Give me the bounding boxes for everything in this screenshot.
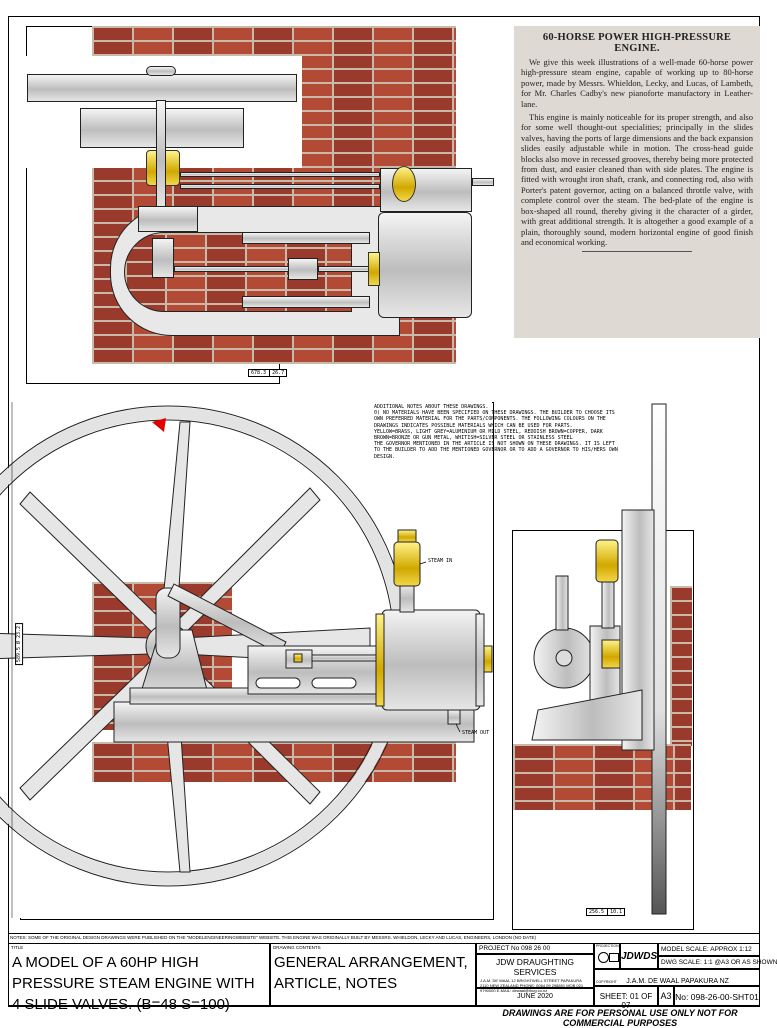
cylinder-flange-front [375, 613, 385, 707]
crosshead-brass [293, 653, 303, 663]
steam-valve-plan [392, 166, 416, 202]
projection-symbol-icon [598, 952, 609, 963]
crosshead-plan [288, 258, 318, 280]
steam-inlet-pipe-end [601, 581, 615, 629]
steam-inlet-valve [393, 541, 421, 587]
article-paragraph-2: This engine is mainly noticeable for its… [521, 112, 753, 247]
flywheel-plan [27, 74, 297, 102]
sheet-size: A3 [660, 991, 672, 1001]
company-name: JDW DRAUGHTING SERVICES [496, 957, 574, 977]
guide-slot-1 [255, 677, 301, 689]
article-title: 60-HORSE POWER HIGH-PRESSURE ENGINE. [542, 32, 732, 54]
plan-dimension: 678.3 26.7 [248, 369, 288, 377]
drawing-number: No: 098-26-00-SHT01 [675, 992, 759, 1002]
projection-label: PROJECTION [596, 944, 619, 948]
flywheel-hub-plan [146, 66, 176, 76]
connecting-rod [167, 583, 287, 655]
direction-arrow [152, 418, 166, 432]
copyright-holder: J.A.M. DE WAAL PAPAKURA NZ [626, 978, 729, 985]
model-scale: MODEL SCALE: APPROX 1:12 [661, 946, 752, 953]
cylinder-plan [378, 212, 472, 318]
footer-disclaimer: DRAWINGS ARE FOR PERSONAL USE ONLY NOT F… [502, 1008, 738, 1028]
exhaust-pipe [447, 709, 461, 725]
logo-cell: JDWDS [620, 943, 658, 969]
gland-plan [368, 252, 380, 286]
article-paragraph-1: We give this week illustrations of a wel… [521, 57, 753, 109]
dwg-scale: DWG SCALE: 1:1 @A3 OR AS SHOWN [661, 959, 777, 966]
model-scale-cell: MODEL SCALE: APPROX 1:12 [658, 943, 760, 956]
notes-heading: ADDITIONAL NOTES ABOUT THESE DRAWINGS. [374, 404, 489, 410]
notes-item-governor: THE GOVERNOR MENTIONED IN THE ARTICLE IS… [374, 441, 618, 460]
steam-inlet-end [595, 539, 619, 583]
side-vertical-dimension: 589.5 Ø 23.2 [15, 622, 24, 666]
end-elevation-drawing [531, 403, 667, 915]
governor-column [555, 575, 569, 631]
plan-dimension-tolerance: 26.7 [269, 370, 285, 376]
title-block: NOTES: SOME OF THE ORIGINAL DESIGN DRAWI… [8, 933, 777, 1013]
steam-inlet-handwheel [397, 529, 417, 543]
copyright-label: COPYRIGHT [596, 980, 617, 984]
cylinder-end-brass [483, 645, 493, 673]
projection-cone-icon [609, 953, 619, 962]
crank-web-plan [138, 206, 198, 232]
notes-item-materials: 0) NO MATERIALS HAVE BEEN SPECIFIED ON T… [374, 410, 615, 429]
title-label: TITLE [11, 945, 24, 950]
copyright-cell: COPYRIGHT J.A.M. DE WAAL PAPAKURA NZ [594, 969, 760, 986]
valve-brass-end [601, 639, 621, 669]
sheet-cell: SHEET: 01 OF 07 [594, 986, 658, 1010]
article-rule [582, 251, 692, 253]
side-vertical-dimension-small: Ø 23.2 [16, 625, 23, 644]
steam-in-label: STEAM IN [428, 558, 453, 564]
company-address: J.A.M. DE WAAL 12 BRIGHTWELL STREET PAPA… [480, 978, 584, 993]
valve-spindle-plan [472, 178, 494, 186]
article-clipping: 60-HORSE POWER HIGH-PRESSURE ENGINE. We … [514, 26, 760, 338]
valve-rod-plan-2 [180, 184, 380, 189]
steam-out-label: STEAM OUT [462, 730, 490, 736]
connecting-rod-plan [174, 266, 294, 272]
valve-rod-plan-1 [180, 172, 380, 177]
company-cell: JDW DRAUGHTING SERVICES J.A.M. DE WAAL 1… [476, 954, 594, 993]
piston-rod [311, 654, 381, 662]
side-elevation-drawing [0, 402, 493, 918]
projection-cell: PROJECTION [594, 943, 620, 969]
contents-cell: DRAWING CONTENTS GENERAL ARRANGEMENT, AR… [270, 943, 476, 1007]
crank-pin-plan [152, 238, 174, 278]
project-cell: PROJECT No 098 26 00 [476, 943, 594, 954]
end-view-brick-top [670, 586, 692, 746]
guide-slot-2 [311, 677, 357, 689]
end-dimension-value: 256.5 [589, 909, 605, 915]
drawing-title: A MODEL OF A 60HP HIGH PRESSURE STEAM EN… [12, 953, 255, 1013]
drawing-number-cell: No: 098-26-00-SHT01 [674, 986, 760, 1007]
crank-arm [155, 587, 181, 659]
notes-line: NOTES: SOME OF THE ORIGINAL DESIGN DRAWI… [10, 935, 536, 940]
steam-in-leader [419, 561, 427, 565]
size-cell: A3 [658, 986, 674, 1007]
steam-out-leader [455, 723, 461, 733]
cylinder [381, 609, 481, 711]
notes-item-colours: YELLOW=BRASS, LIGHT GREY=ALUMINIUM OR MI… [374, 428, 603, 442]
end-dimension: 256.5 10.1 [586, 908, 626, 916]
project-number: PROJECT No 098 26 00 [479, 945, 551, 952]
guide-bar-plan-bottom [242, 296, 370, 308]
crank-shaft-plan [156, 100, 166, 210]
end-dimension-tolerance: 10.1 [607, 909, 623, 915]
contents-label: DRAWING CONTENTS [273, 945, 321, 950]
date-cell: JUNE 2020 [476, 988, 594, 1007]
end-base [531, 689, 643, 741]
company-logo: JDWDS [621, 951, 658, 962]
drawing-date: JUNE 2020 [517, 993, 553, 1000]
sheet-number: SHEET: 01 OF 07 [599, 992, 653, 1010]
additional-notes: ADDITIONAL NOTES ABOUT THESE DRAWINGS. 0… [374, 404, 618, 460]
cylinder-end-boss [555, 649, 573, 667]
plan-dimension-value: 678.3 [251, 370, 267, 376]
guide-bar-plan-top [242, 232, 370, 244]
drawing-sheet [8, 16, 760, 1006]
dwg-scale-cell: DWG SCALE: 1:1 @A3 OR AS SHOWN [658, 956, 777, 969]
side-vertical-dimension-value: 589.5 [16, 647, 23, 663]
cylinder-flange-back [475, 613, 485, 707]
title-cell: TITLE A MODEL OF A 60HP HIGH PRESSURE ST… [8, 943, 270, 1013]
drawing-contents: GENERAL ARRANGEMENT, ARTICLE, NOTES [274, 953, 468, 992]
